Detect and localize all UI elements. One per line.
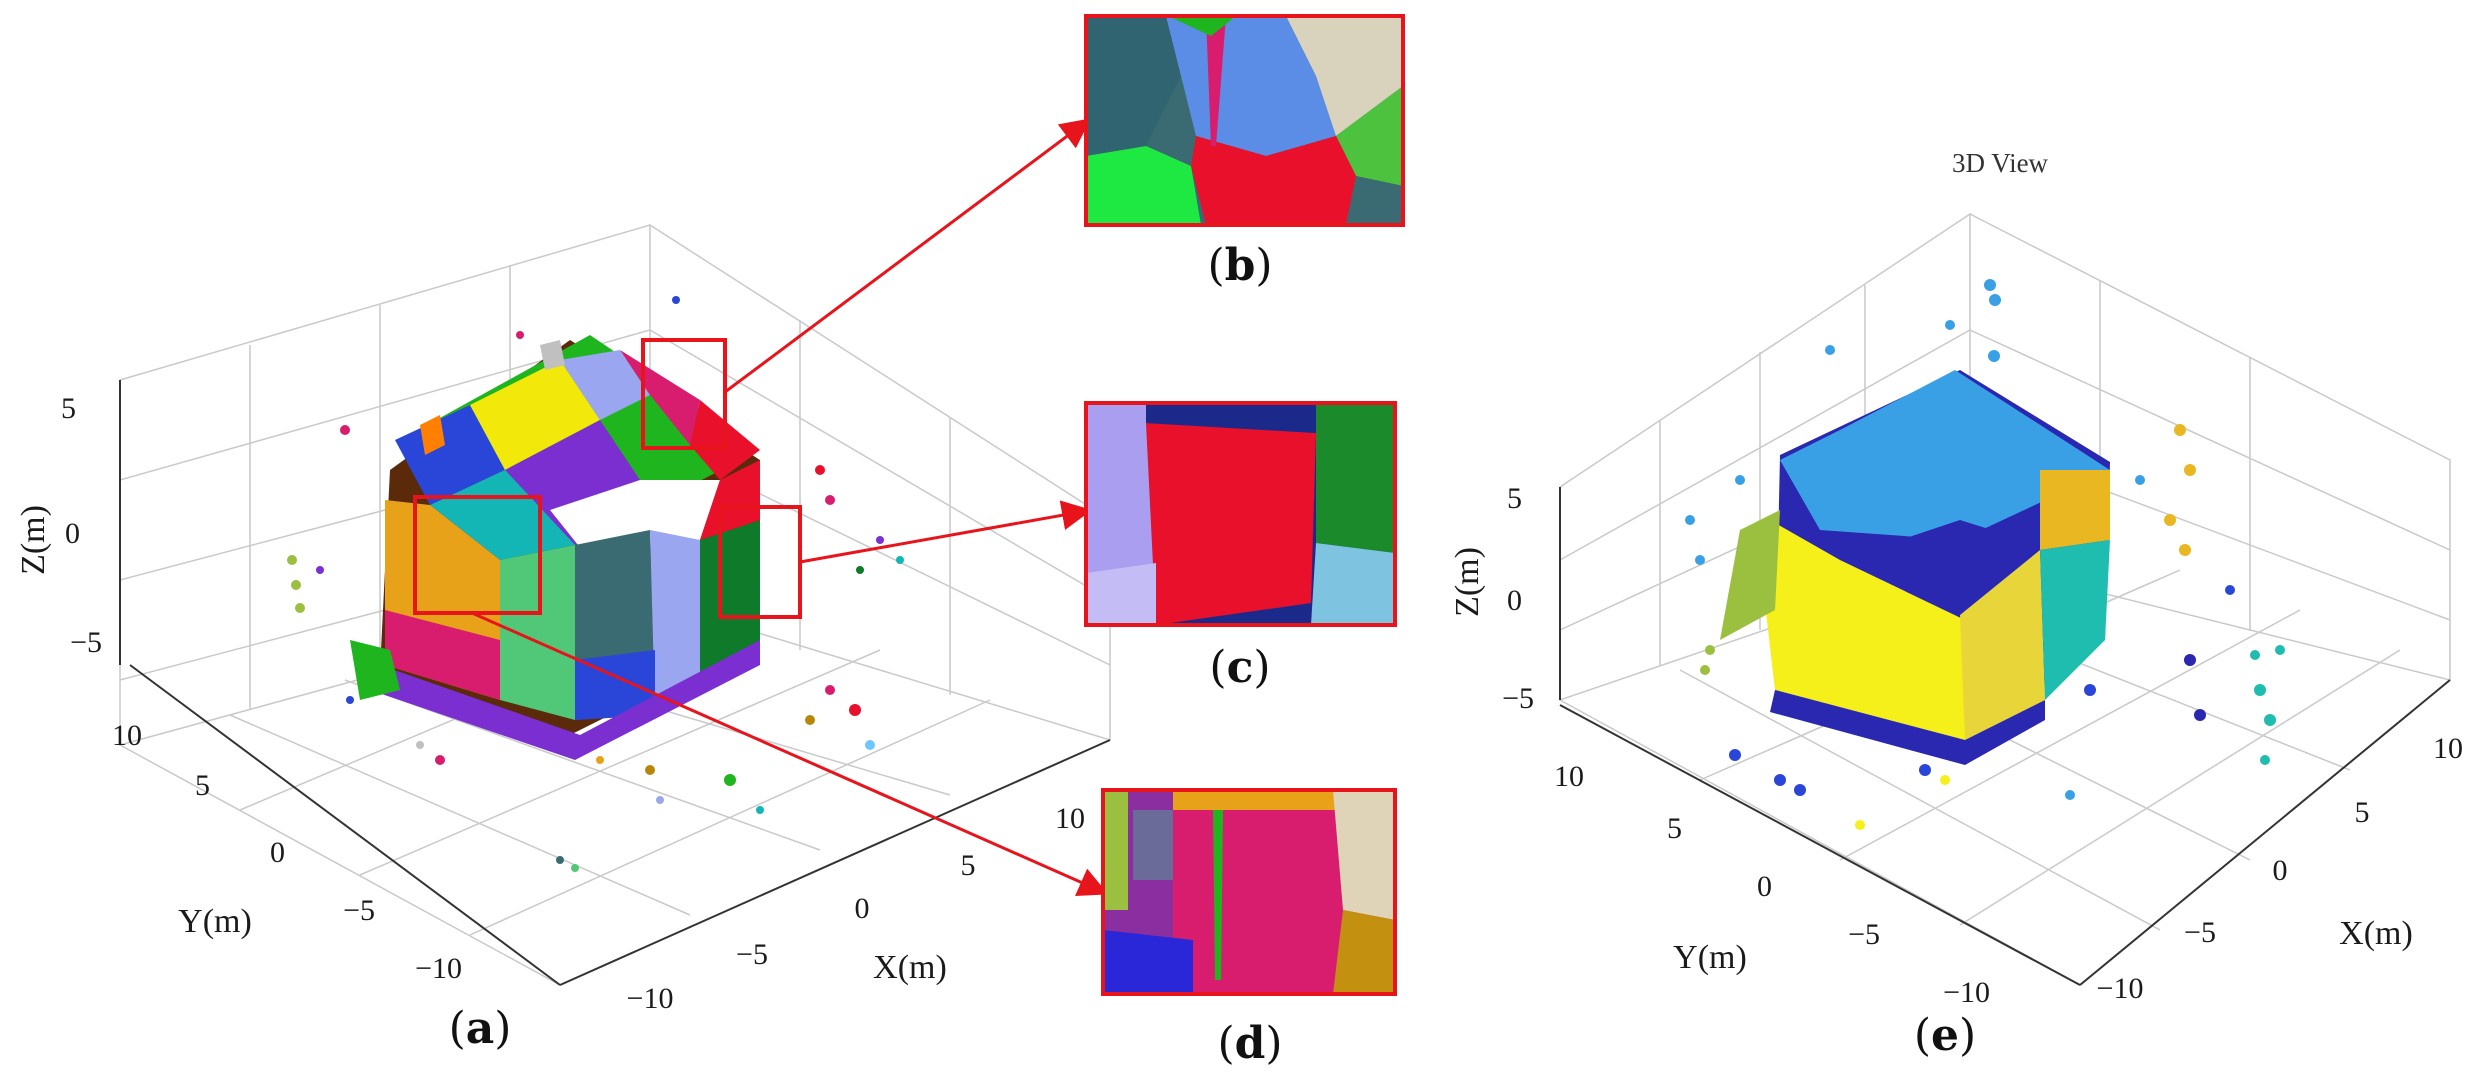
panel-e-y-tick-0: 0 [1757, 870, 1772, 903]
panel-e-caption: e [1931, 1010, 1959, 1061]
panel-a-caption: a [466, 1003, 495, 1054]
panel-e-x-tick-m5: −5 [2184, 916, 2216, 949]
panel-e-x-tick-m10: −10 [2097, 972, 2144, 1005]
panel-a-axes [119, 380, 1111, 986]
highlight-box-d [413, 495, 542, 615]
panel-e-axes [1559, 487, 2451, 986]
highlight-box-b [641, 338, 727, 450]
panel-a-z-tick-5: 5 [61, 392, 76, 425]
panel-a-y-axis-label: Y(m) [178, 903, 252, 940]
panel-e-z-axis-label: Z(m) [1449, 547, 1486, 617]
panel-e-x-axis-label: X(m) [2339, 915, 2413, 952]
panel-a-x-tick-5: 5 [961, 849, 976, 882]
panel-a-building-point-cloud [350, 335, 760, 760]
panel-c-zoom: (c) [1084, 401, 1397, 693]
panel-a-x-axis-label: X(m) [873, 949, 947, 986]
panel-a-y-tick-m10: −10 [415, 952, 462, 985]
svg-text:(b): (b) [1207, 240, 1272, 291]
panel-a-x-tick-m5: −5 [736, 938, 768, 971]
panel-e-y-tick-m5: −5 [1848, 918, 1880, 951]
panel-e-z-tick-0: 0 [1507, 584, 1522, 617]
panel-a-z-axis-label: Z(m) [15, 505, 52, 575]
panel-a-segmented-point-cloud: 5 0 −5 Z(m) 10 5 0 −5 −10 Y(m) 10 5 0 −5… [15, 223, 1111, 1054]
arrow-to-c [799, 500, 1092, 564]
panel-a-z-tick-0: 0 [65, 517, 80, 550]
panel-e-view-title: 3D View [1952, 148, 2049, 178]
panel-a-y-tick-0: 0 [270, 836, 285, 869]
svg-text:(d): (d) [1217, 1018, 1282, 1069]
panel-d-caption: d [1235, 1018, 1266, 1069]
panel-e-x-tick-10: 10 [2433, 732, 2463, 765]
panel-d-zoom-image [1103, 790, 1395, 994]
panel-e-x-tick-0: 0 [2273, 854, 2288, 887]
panel-e-clustered-point-cloud: 3D View 5 0 −5 Z(m) 10 5 0 −5 −10 Y(m) 1… [1449, 148, 2463, 1061]
panel-e-x-tick-5: 5 [2355, 796, 2370, 829]
arrow-to-b [724, 118, 1091, 394]
panel-e-z-tick-m5: −5 [1502, 682, 1534, 715]
panel-a-y-tick-10: 10 [112, 719, 142, 752]
panel-a-y-tick-5: 5 [195, 769, 210, 802]
panel-a-x-tick-0: 0 [855, 892, 870, 925]
arrow-to-d [471, 611, 1109, 897]
panel-e-z-tick-5: 5 [1507, 482, 1522, 515]
panel-e-y-tick-m10: −10 [1943, 976, 1990, 1009]
panel-a-x-tick-10: 10 [1055, 802, 1085, 835]
panel-e-scattered-points [1685, 279, 2285, 830]
panel-b-zoom-image [1086, 16, 1403, 225]
panel-e-y-tick-10: 10 [1554, 760, 1584, 793]
panel-e-building-point-cloud [1720, 370, 2110, 765]
svg-text:(e): (e) [1914, 1010, 1976, 1061]
panel-c-zoom-image [1086, 403, 1395, 625]
panel-b-caption: b [1225, 240, 1256, 291]
panel-c-caption: c [1227, 642, 1254, 693]
panel-e-y-axis-label: Y(m) [1673, 939, 1747, 976]
panel-b-zoom: (b) [1084, 14, 1405, 291]
panel-a-y-tick-m5: −5 [343, 894, 375, 927]
panel-d-zoom: (d) [1101, 788, 1397, 1069]
panel-a-scattered-points [287, 296, 904, 872]
panel-e-y-tick-5: 5 [1667, 812, 1682, 845]
panel-a-x-tick-m10: −10 [627, 982, 674, 1015]
svg-text:(a): (a) [449, 1003, 512, 1054]
svg-text:(c): (c) [1209, 642, 1270, 693]
zoom-arrows [471, 118, 1109, 897]
panel-a-z-tick-m5: −5 [70, 626, 102, 659]
